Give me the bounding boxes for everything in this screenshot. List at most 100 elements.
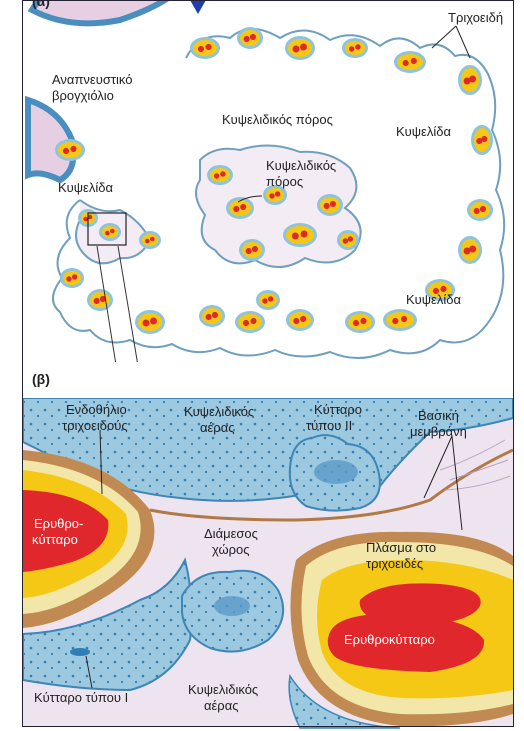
capillaries-leader	[432, 26, 456, 48]
label-rbc-left-1: Ερυθρο-	[34, 516, 83, 531]
red-blood-cell	[300, 316, 306, 322]
red-blood-cell	[268, 296, 273, 301]
red-blood-cell	[70, 146, 76, 152]
label-endothelium-2: τριχοειδούς	[62, 418, 128, 433]
capillary-plasma	[193, 40, 217, 56]
red-blood-cell	[250, 318, 256, 324]
red-blood-cell	[403, 60, 409, 66]
label-alveolus-left: Κυψελίδα	[58, 180, 113, 195]
red-blood-cell	[63, 148, 69, 154]
capillary-plasma	[386, 312, 414, 328]
red-blood-cell	[469, 76, 476, 83]
red-blood-cell	[220, 171, 225, 176]
red-blood-cell	[150, 318, 157, 325]
red-blood-cell	[293, 318, 299, 324]
red-blood-cell	[330, 201, 336, 207]
panel-divider	[23, 362, 513, 398]
panel-a-label: (α)	[32, 0, 50, 9]
red-blood-cell	[481, 136, 487, 142]
red-blood-cell	[349, 46, 354, 51]
capillary-plasma	[58, 142, 82, 158]
type1-nucleus	[70, 648, 90, 656]
label-capillary-plasma-1: Πλάσμα στο	[366, 540, 436, 555]
red-blood-cell	[324, 203, 330, 209]
red-blood-cell	[233, 206, 239, 212]
capillary-plasma	[289, 312, 311, 328]
red-blood-cell	[252, 246, 258, 252]
bronchiole-wall-top	[32, 0, 168, 23]
red-blood-cell	[300, 44, 307, 51]
red-blood-cell	[301, 231, 308, 238]
label-alveolar-air-bottom-1: Κυψελιδικός	[188, 682, 258, 697]
capillary-plasma	[345, 41, 365, 55]
capillary-plasma	[320, 197, 340, 213]
label-interstitial-1: Διάμεσος	[204, 526, 258, 541]
label-basement-membrane-1: Βασική	[418, 408, 459, 423]
capillary-plasma	[266, 188, 284, 202]
panel-a	[28, 0, 504, 390]
capillary-plasma	[348, 314, 372, 330]
capillary-plasma	[238, 314, 262, 330]
label-endothelium-1: Ενδοθήλιο	[66, 402, 127, 417]
red-blood-cell	[150, 237, 155, 242]
label-respiratory-bronchiole-2: βρογχιόλιο	[52, 88, 114, 103]
red-blood-cell	[243, 320, 249, 326]
red-blood-cell	[293, 46, 300, 53]
capillary-plasma	[259, 293, 277, 307]
capillary-plasma	[240, 30, 260, 46]
label-type1-cell: Κύτταρο τύπου Ι	[34, 690, 128, 705]
label-alveolar-air-top-1: Κυψελιδικός	[184, 404, 254, 419]
red-blood-cell	[343, 238, 348, 243]
red-blood-cell	[392, 318, 398, 324]
label-alveolus-right: Κυψελίδα	[396, 124, 451, 139]
capillary-plasma	[102, 226, 118, 238]
label-type2-cell-1: Κύτταρο	[314, 402, 362, 417]
red-blood-cell	[353, 320, 359, 326]
red-blood-cell	[401, 316, 407, 322]
capillary-plasma	[286, 226, 314, 244]
capillary-plasma	[288, 39, 312, 57]
label-alveolar-air-bottom-2: αέρας	[204, 698, 239, 713]
red-blood-cell	[143, 320, 150, 327]
red-blood-cell	[348, 236, 353, 241]
middle-cell-nucleus	[214, 596, 250, 616]
capillary-plasma	[138, 313, 162, 331]
red-blood-cell	[269, 193, 274, 198]
label-capillaries: Τριχοειδή	[448, 10, 503, 25]
label-alveolar-pore-1: Κυψελιδικός	[266, 158, 336, 173]
red-blood-cell	[411, 58, 417, 64]
label-interstitial-2: χώρος	[212, 542, 250, 557]
red-blood-cell	[355, 44, 360, 49]
red-blood-cell	[72, 274, 77, 279]
capillary-plasma	[470, 202, 490, 218]
capillary-plasma	[397, 54, 423, 70]
red-blood-cell	[205, 44, 211, 50]
red-blood-cell	[83, 217, 88, 222]
red-blood-cell	[292, 233, 299, 240]
label-alveolus-bottom: Κυψελίδα	[406, 292, 461, 307]
capillary-plasma	[63, 271, 81, 285]
capillary-plasma	[229, 200, 251, 216]
label-rbc-right: Ερυθροκύτταρο	[344, 632, 435, 647]
label-basement-membrane-2: μεμβράνη	[410, 424, 467, 439]
capillary-plasma	[202, 308, 222, 324]
red-blood-cell	[110, 229, 115, 234]
type2-nucleus	[314, 460, 358, 484]
red-blood-cell	[66, 276, 71, 281]
red-blood-cell	[214, 173, 219, 178]
capillaries-leader-2	[456, 26, 470, 58]
red-blood-cell	[246, 248, 252, 254]
red-blood-cell	[105, 231, 110, 236]
red-blood-cell	[240, 204, 246, 210]
capillary-plasma	[242, 242, 262, 258]
red-blood-cell	[94, 298, 100, 304]
panel-b	[23, 398, 513, 728]
capillary-plasma	[210, 168, 230, 182]
red-blood-cell	[474, 208, 480, 214]
label-alveolar-duct: Κυψελιδικός πόρος	[222, 112, 333, 127]
label-alveolar-air-top-2: αέρας	[200, 420, 235, 435]
red-blood-cell	[275, 191, 280, 196]
label-type2-cell-2: τύπου ΙΙ	[306, 418, 352, 433]
label-alveolar-pore-2: πόρος	[266, 174, 303, 189]
capillary-plasma	[142, 234, 158, 246]
